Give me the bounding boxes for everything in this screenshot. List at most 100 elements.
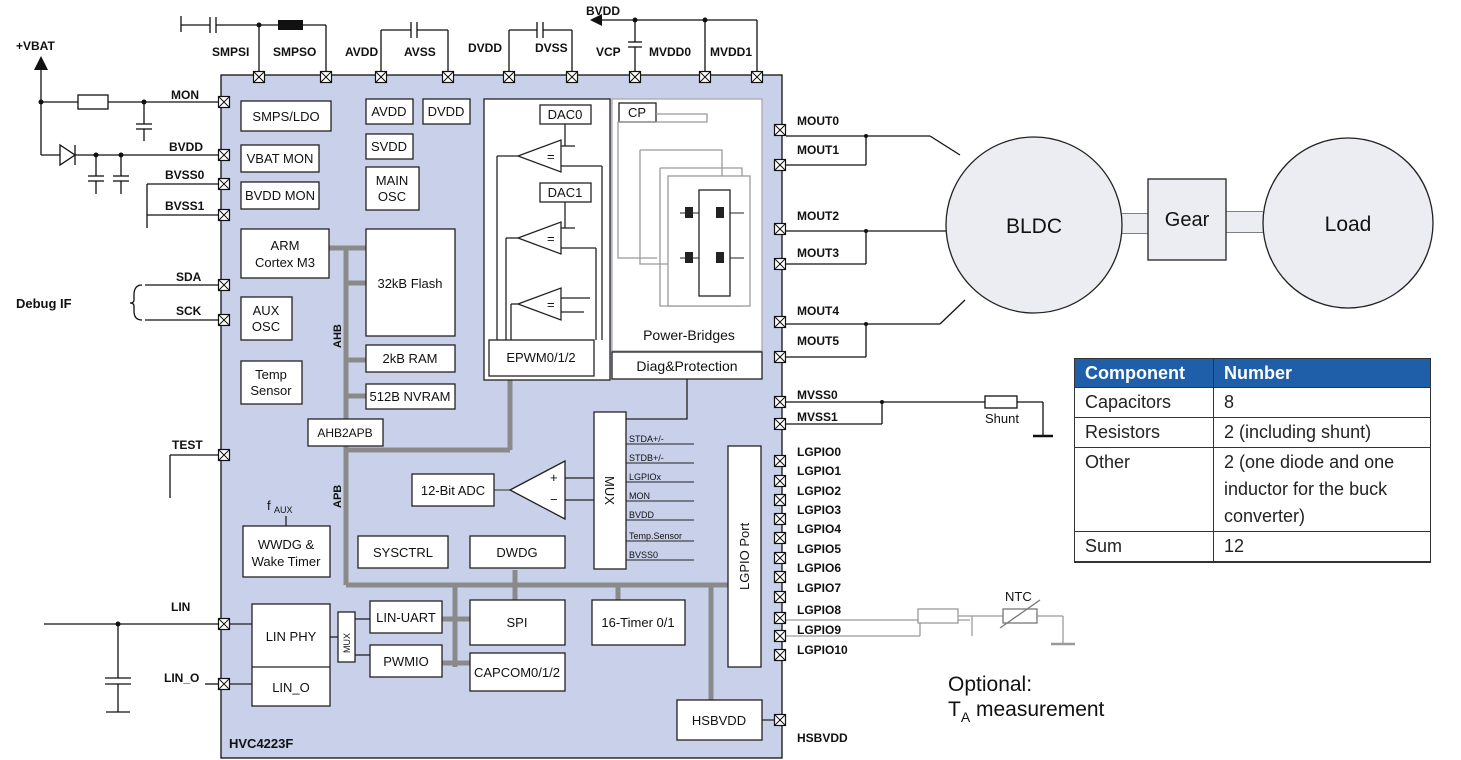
pin-label-lgpio5: LGPIO5: [797, 542, 841, 556]
pin-label-lin-o: LIN_O: [164, 671, 199, 685]
wwdg-label-2: Wake Timer: [252, 554, 322, 569]
pin-marker: [773, 395, 787, 409]
adc-label: 12-Bit ADC: [421, 483, 485, 498]
mux-input-3: MON: [629, 491, 650, 501]
pin-label-lgpio7: LGPIO7: [797, 581, 841, 595]
pin-marker: [773, 123, 787, 137]
ntc-wiring: [786, 599, 1075, 646]
table-header-component: Component: [1074, 358, 1214, 388]
dac0-label: DAC0: [548, 107, 583, 122]
nvram-label: 512B NVRAM: [370, 389, 451, 404]
vbat-label: +VBAT: [16, 39, 55, 53]
pin-label-mout3: MOUT3: [797, 246, 839, 260]
ahb-bus-label: AHB: [332, 324, 344, 348]
lin-mux-label: MUX: [342, 633, 352, 653]
pin-marker: [773, 551, 787, 565]
dvdd-label: DVDD: [428, 104, 465, 119]
pin-marker: [441, 70, 455, 84]
flash-block: [365, 228, 456, 337]
pin-marker: [217, 617, 231, 631]
pin-label-mvss0: MVSS0: [797, 388, 838, 402]
power-bridges-label: Power-Bridges: [643, 327, 735, 343]
pin-label-mon: MON: [171, 88, 199, 102]
chip-name: HVC4223F: [229, 736, 293, 751]
bridge-outlines: [617, 113, 751, 307]
lin-o-block-label: LIN_O: [272, 680, 310, 695]
dwdg-block: [469, 535, 566, 569]
smps-ldo-label: SMPS/LDO: [252, 109, 319, 124]
pin-marker: [217, 208, 231, 222]
ntc-label: NTC: [1005, 589, 1032, 604]
mux-label: MUX: [602, 476, 617, 505]
epwm-block: [488, 339, 595, 377]
pin-label-mvdd1: MVDD1: [710, 45, 752, 59]
table-cell: Capacitors: [1074, 387, 1214, 418]
capcom-label: CAPCOM0/1/2: [474, 665, 560, 680]
pin-label-test: TEST: [172, 438, 203, 452]
pin-markers: [217, 70, 787, 727]
bvdd-mon-block: [240, 181, 320, 210]
lgpio-port-label: LGPIO Port: [737, 522, 752, 590]
pin-marker: [217, 95, 231, 109]
dvdd-block: [422, 98, 471, 125]
capcom-block: [469, 652, 566, 692]
pin-marker: [217, 313, 231, 327]
pin-marker: [773, 713, 787, 727]
pin-label-mout0: MOUT0: [797, 114, 839, 128]
pin-marker: [773, 350, 787, 364]
arm-label-2: Cortex M3: [255, 255, 315, 270]
ahb2apb-label: AHB2APB: [317, 426, 372, 440]
table-cell: Other: [1074, 447, 1214, 532]
pin-label-smpso: SMPSO: [273, 45, 316, 59]
pin-marker: [773, 512, 787, 526]
pin-label-sck: SCK: [176, 304, 202, 318]
component-table: Component Number Capacitors 8 Resistors …: [1074, 358, 1431, 563]
apb-bus-label: APB: [332, 485, 344, 508]
pin-label-mout1: MOUT1: [797, 143, 839, 157]
dac1-label: DAC1: [548, 185, 583, 200]
main-osc-label-2: OSC: [378, 189, 406, 204]
pin-label-dvdd: DVDD: [468, 41, 502, 55]
adc-minus: −: [550, 492, 558, 507]
comparator-2-eq: =: [547, 297, 555, 312]
pin-marker: [773, 648, 787, 662]
table-cell: 8: [1213, 387, 1431, 418]
table-cell: Sum: [1074, 531, 1214, 563]
pin-label-lgpio2: LGPIO2: [797, 484, 841, 498]
ahb2apb-block: [307, 418, 384, 447]
arm-label-1: ARM: [271, 238, 300, 253]
pin-label-lgpio1: LGPIO1: [797, 464, 841, 478]
adc-plus: +: [550, 470, 558, 485]
mux-block: [593, 411, 627, 570]
lgpio-port-block: [727, 445, 762, 668]
pin-label-bvss0: BVSS0: [165, 168, 205, 182]
left-wiring: [34, 56, 218, 713]
pwmio-label: PWMIO: [383, 654, 429, 669]
hsbvdd-block-label: HSBVDD: [692, 713, 746, 728]
pin-marker: [217, 177, 231, 191]
table-row: Capacitors 8: [1074, 387, 1431, 418]
load-label: Load: [1325, 213, 1372, 236]
pin-label-lgpio10: LGPIO10: [797, 643, 848, 657]
pin-marker: [773, 222, 787, 236]
top-wiring: [180, 14, 758, 71]
nvram-block: [365, 383, 456, 410]
sysctrl-label: SYSCTRL: [373, 545, 433, 560]
lin-uart-block: [369, 600, 443, 634]
pin-label-mout4: MOUT4: [797, 304, 839, 318]
vbat-mon-block: [240, 144, 320, 173]
lin-phy-block: [251, 603, 331, 707]
comparators: [496, 124, 603, 340]
pin-label-lgpio9: LGPIO9: [797, 623, 841, 637]
wwdg-label-1: WWDG &: [258, 537, 315, 552]
pin-marker: [502, 70, 516, 84]
gear-box: [1147, 178, 1227, 261]
pin-marker: [773, 590, 787, 604]
table-header-number: Number: [1213, 358, 1431, 388]
pin-label-avdd: AVDD: [345, 45, 378, 59]
table-row: Sum 12: [1074, 531, 1431, 563]
pin-label-lgpio0: LGPIO0: [797, 445, 841, 459]
right-pin-labels: MOUT0 MOUT1 MOUT2 MOUT3 MOUT4 MOUT5 MVSS…: [797, 114, 848, 745]
hsbvdd-block: [676, 699, 763, 741]
pin-label-bvdd: BVDD: [169, 140, 203, 154]
